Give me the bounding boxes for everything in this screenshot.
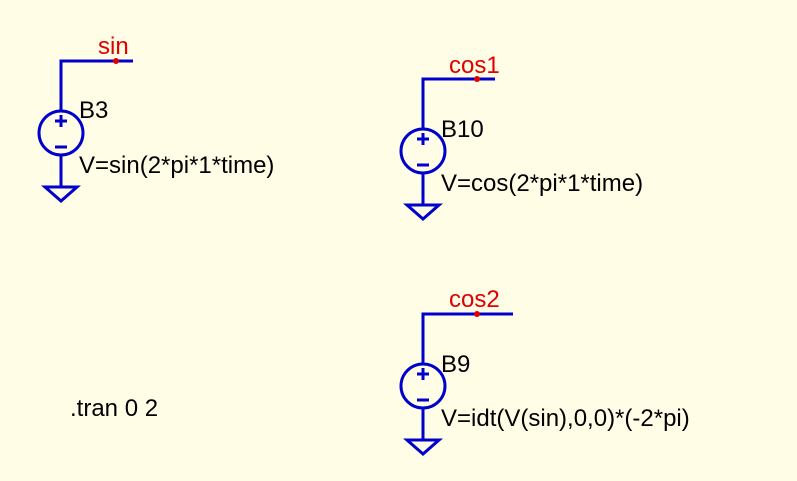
b10-name[interactable]: B10 (441, 116, 484, 143)
ground-icon (403, 438, 443, 456)
voltage-source-icon[interactable] (37, 109, 85, 157)
net-cos2-wire[interactable] (421, 312, 513, 364)
voltage-source-icon[interactable] (399, 127, 447, 175)
net-cos2-dot (474, 311, 480, 317)
net-sin-dot (113, 58, 119, 64)
spice-directive[interactable]: .tran 0 2 (70, 395, 158, 422)
b10-source-group[interactable]: cos1 B10 V=cos(2*pi*1*time) (399, 52, 643, 221)
ground-icon (403, 203, 443, 221)
b3-source-group[interactable]: sin B3 V=sin(2*pi*1*time) (37, 33, 274, 203)
b10-value[interactable]: V=cos(2*pi*1*time) (441, 170, 643, 197)
net-sin-wire[interactable] (59, 59, 133, 111)
net-label-cos1[interactable]: cos1 (449, 52, 500, 79)
b9-value[interactable]: V=idt(V(sin),0,0)*(-2*pi) (441, 405, 690, 432)
ground-icon (41, 185, 81, 203)
net-label-cos2[interactable]: cos2 (449, 286, 500, 313)
b3-value[interactable]: V=sin(2*pi*1*time) (79, 152, 274, 179)
net-cos1-dot (474, 76, 480, 82)
b9-name[interactable]: B9 (441, 351, 470, 378)
voltage-source-icon[interactable] (399, 362, 447, 410)
net-cos1-wire[interactable] (421, 77, 495, 129)
b9-source-group[interactable]: cos2 B9 V=idt(V(sin),0,0)*(-2*pi) (399, 286, 690, 456)
b3-name[interactable]: B3 (79, 97, 108, 124)
net-label-sin[interactable]: sin (98, 33, 129, 60)
